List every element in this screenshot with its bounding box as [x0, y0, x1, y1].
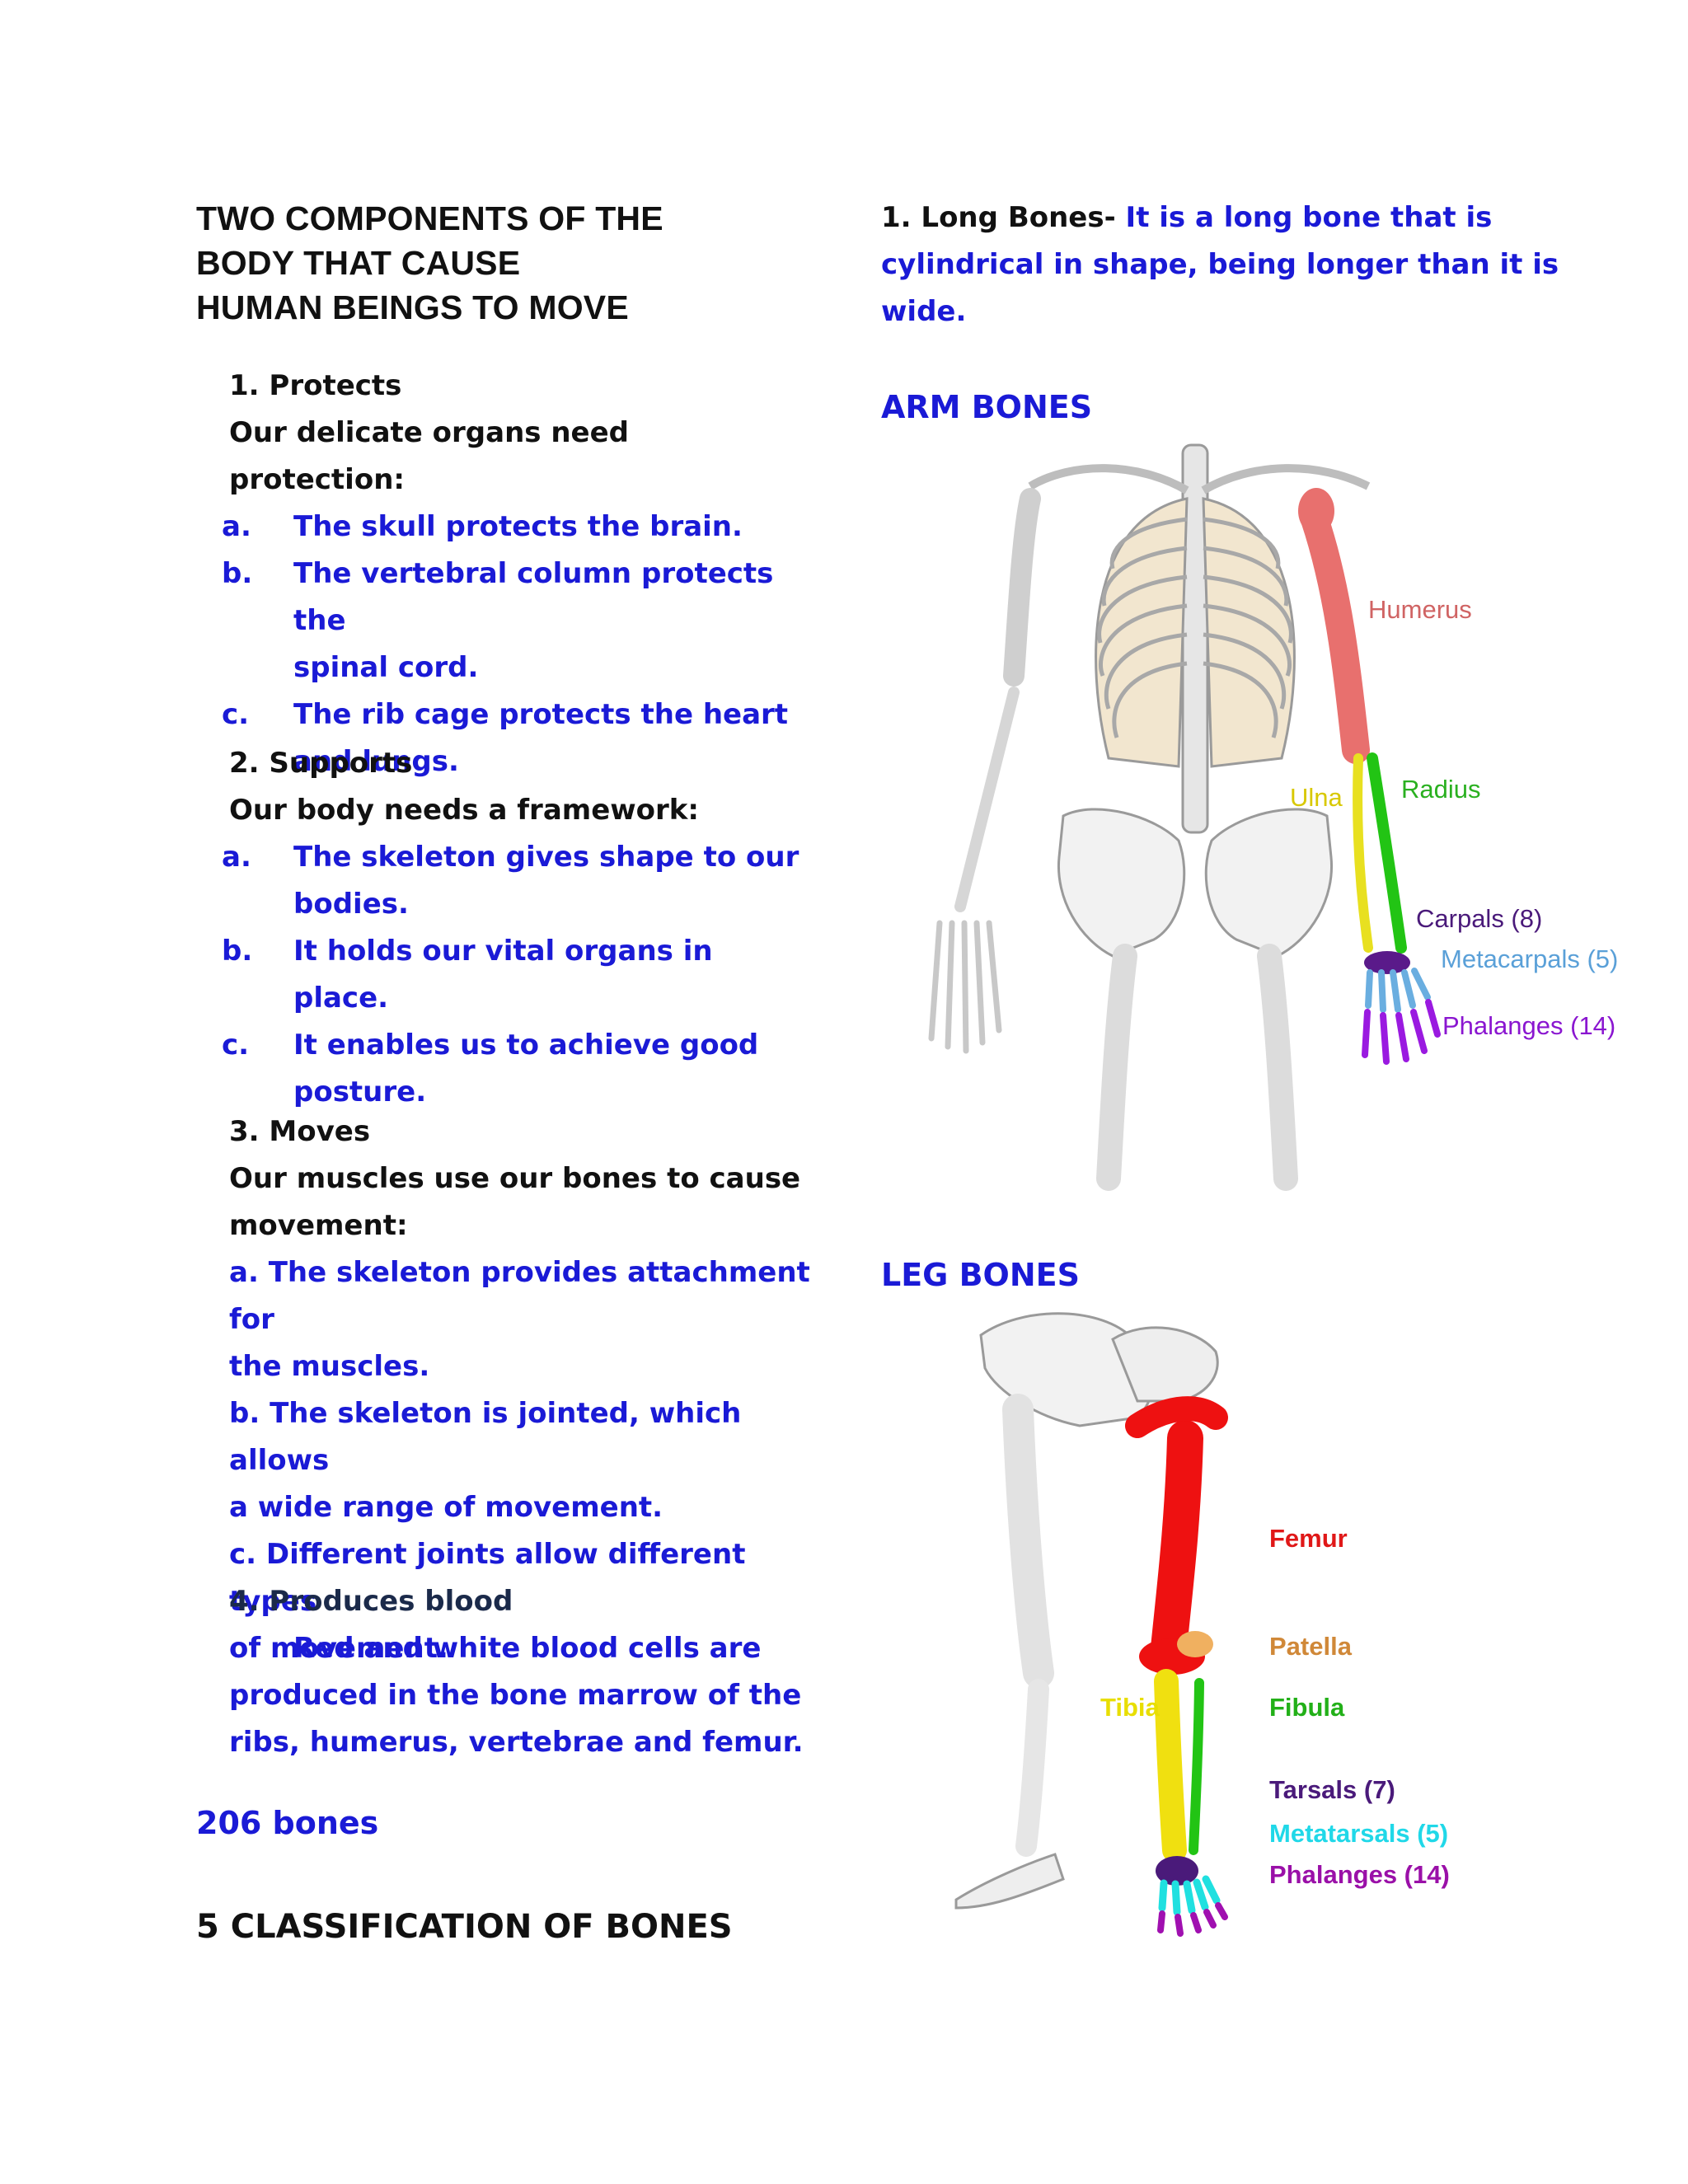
arm-bones-heading: ARM BONES — [881, 389, 1093, 425]
list-text: It enables us to achieve good — [293, 1029, 759, 1062]
tarsals-label: Tarsals (7) — [1269, 1775, 1395, 1804]
carpals-bone — [1364, 951, 1410, 974]
left-tibia-icon — [1015, 1679, 1049, 1857]
list-text: The skull protects the brain. — [293, 510, 743, 543]
list-text: bodies. — [293, 888, 409, 921]
list-item: a. The skeleton gives shape to our bodie… — [222, 834, 806, 928]
list-item: c. It enables us to achieve good posture… — [222, 1022, 806, 1116]
leg-bones-heading: LEG BONES — [881, 1257, 1080, 1293]
patella-bone — [1177, 1631, 1213, 1657]
list-text: It holds our vital organs in place. — [293, 935, 713, 1015]
phalanges-label: Phalanges (14) — [1442, 1011, 1615, 1040]
fibula-label: Fibula — [1269, 1693, 1345, 1722]
section-intro: Our body needs a framework: — [229, 794, 699, 827]
long-bones-label: 1. Long Bones- — [881, 201, 1116, 234]
section-line: ribs, humerus, vertebrae and femur. — [229, 1726, 804, 1759]
section-line: Red and white blood cells are — [293, 1632, 762, 1665]
metatarsals-label: Metatarsals (5) — [1269, 1819, 1448, 1848]
ulna-bone — [1353, 753, 1373, 953]
patella-label: Patella — [1269, 1632, 1353, 1661]
list-item: c. The rib cage protects the heart and l… — [222, 691, 806, 785]
section-supports: 2. Supports Our body needs a framework: … — [222, 740, 806, 1116]
section-heading: 1. Protects — [229, 369, 402, 402]
long-bones-desc: cylindrical in shape, being longer than … — [881, 248, 1559, 281]
tibia-label: Tibia — [1100, 1693, 1160, 1722]
list-marker: a. — [222, 510, 251, 543]
list-marker: c. — [222, 1029, 250, 1062]
long-bones-desc: It is a long bone that is — [1115, 201, 1493, 234]
section-heading: 4. Produces blood — [229, 1585, 513, 1618]
ribs-icon — [1097, 517, 1293, 738]
page-title: TWO COMPONENTS OF THE BODY THAT CAUSE HU… — [196, 196, 663, 330]
list-text: posture. — [293, 1076, 427, 1108]
section-intro: Our delicate organs need protection: — [229, 416, 630, 496]
section-intro: movement: — [229, 1209, 408, 1242]
section-line: of movement. — [229, 1632, 448, 1665]
left-femur-icon — [1002, 1394, 1054, 1689]
fibula-bone — [1189, 1678, 1204, 1855]
list-text: The vertebral column protects the — [293, 557, 774, 637]
section-protects: 1. Protects Our delicate organs need pro… — [222, 363, 806, 785]
pelvis-right-icon — [1204, 808, 1334, 958]
section-moves: 3. Moves Our muscles use our bones to ca… — [229, 1108, 839, 1672]
carpals-label: Carpals (8) — [1416, 904, 1542, 933]
classification-heading: 5 CLASSIFICATION OF BONES — [196, 1908, 733, 1946]
right-femur-icon — [1257, 944, 1298, 1191]
section-line: produced in the bone marrow of the — [229, 1679, 802, 1712]
radius-label: Radius — [1401, 775, 1481, 804]
left-femur-icon — [1096, 944, 1137, 1191]
femur-label: Femur — [1269, 1524, 1348, 1553]
section-intro: Our muscles use our bones to cause — [229, 1162, 801, 1195]
list-item: b. The vertebral column protects the spi… — [222, 551, 806, 691]
femur-bone — [1151, 1420, 1203, 1666]
left-hand-icon — [928, 920, 1002, 1054]
leg-phalanges-bone — [1157, 1902, 1228, 1937]
list-text: spinal cord. — [293, 651, 479, 684]
ulna-label: Ulna — [1290, 783, 1343, 812]
leg-phalanges-label: Phalanges (14) — [1269, 1860, 1450, 1889]
long-bones-desc: wide. — [881, 295, 967, 328]
title-line: HUMAN BEINGS TO MOVE — [196, 288, 629, 326]
title-line: BODY THAT CAUSE — [196, 244, 521, 282]
humerus-label: Humerus — [1368, 595, 1472, 624]
humerus-head — [1298, 488, 1334, 534]
list-marker: a. — [222, 841, 251, 874]
metacarpals-label: Metacarpals (5) — [1441, 944, 1618, 973]
section-line: c. Different joints allow different type… — [229, 1538, 746, 1618]
list-marker: b. — [222, 935, 253, 968]
leg-skeleton-diagram: Femur Patella Tibia Fibula Tarsals (7) M… — [954, 1312, 1450, 1937]
section-heading: 2. Supports — [229, 747, 413, 780]
list-text: The rib cage protects the heart — [293, 698, 789, 731]
pelvis-left-icon — [1057, 808, 1186, 958]
metacarpals-bone — [1365, 968, 1431, 1013]
femur-neck — [1125, 1396, 1228, 1438]
title-line: TWO COMPONENTS OF THE — [196, 199, 663, 237]
phalanges-bone — [1362, 999, 1441, 1065]
metatarsals-bone — [1158, 1875, 1221, 1916]
section-heading: 3. Moves — [229, 1115, 371, 1148]
list-item: b. It holds our vital organs in place. — [222, 928, 806, 1022]
section-line: the muscles. — [229, 1350, 430, 1383]
humerus-bone — [1301, 505, 1370, 764]
section-line: a. The skeleton provides attachment for — [229, 1256, 810, 1336]
list-item: a. The skull protects the brain. — [222, 504, 806, 551]
list-text: The skeleton gives shape to our — [293, 841, 799, 874]
bones-count: 206 bones — [196, 1805, 379, 1841]
list-marker: c. — [222, 698, 250, 731]
section-produces-blood: 4. Produces blood Red and white blood ce… — [229, 1578, 839, 1766]
arm-skeleton-diagram: Humerus Ulna Radius Carpals (8) Metacarp… — [928, 443, 1618, 1191]
tarsals-bone — [1156, 1856, 1198, 1886]
list-text: and lungs. — [293, 745, 459, 778]
left-humerus-icon — [1003, 488, 1041, 687]
radius-bone — [1367, 752, 1407, 954]
section-line: b. The skeleton is jointed, which allows — [229, 1397, 742, 1477]
section-line: a wide range of movement. — [229, 1491, 663, 1524]
tibia-bone — [1154, 1669, 1187, 1863]
left-forearm-icon — [954, 687, 1020, 912]
long-bones-definition: 1. Long Bones- It is a long bone that is… — [881, 194, 1623, 335]
left-foot-icon — [954, 1853, 1065, 1910]
list-marker: b. — [222, 557, 253, 590]
